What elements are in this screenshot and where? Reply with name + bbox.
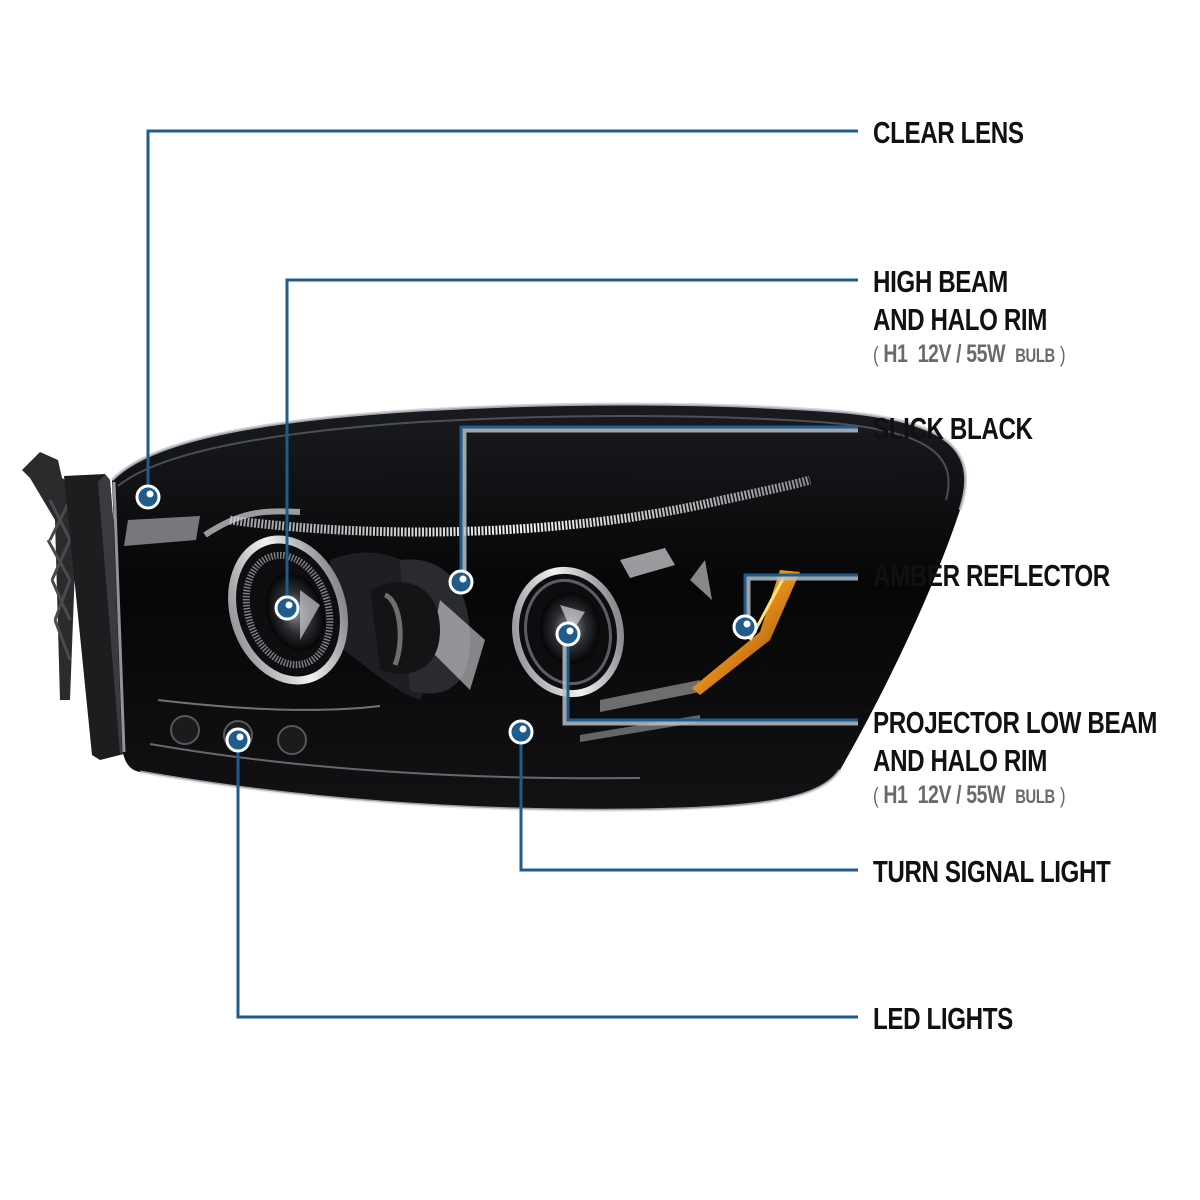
marker-amber-reflector-icon bbox=[732, 614, 758, 640]
label-amber-reflector: AMBER REFLECTOR bbox=[873, 557, 1110, 595]
label-high-beam: HIGH BEAM AND HALO RIM ( H1 12V / 55W BU… bbox=[873, 263, 1066, 372]
marker-slick-black-icon bbox=[448, 569, 474, 595]
high-beam-bulb-spec: ( H1 12V / 55W BULB ) bbox=[873, 340, 1066, 368]
marker-clear-lens-icon bbox=[135, 484, 161, 510]
label-turn-signal: TURN SIGNAL LIGHT bbox=[873, 853, 1111, 891]
label-projector-low-beam-line2: AND HALO RIM bbox=[873, 743, 1047, 778]
leader-led-lights bbox=[236, 740, 858, 1019]
leader-slick-black bbox=[459, 425, 858, 582]
label-projector-low-beam: PROJECTOR LOW BEAM AND HALO RIM ( H1 12V… bbox=[873, 704, 1157, 813]
label-led-lights-text: LED LIGHTS bbox=[873, 1001, 1013, 1036]
low-beam-bulb-spec: ( H1 12V / 55W BULB ) bbox=[873, 781, 1066, 809]
bracket-ribs bbox=[46, 499, 72, 661]
clear-lens-rim bbox=[110, 402, 968, 511]
leader-turn-signal bbox=[519, 732, 858, 872]
leader-high-beam bbox=[285, 278, 858, 608]
callout-markers bbox=[135, 484, 758, 753]
label-clear-lens: CLEAR LENS bbox=[873, 114, 1024, 152]
callout-lines bbox=[146, 129, 858, 1019]
label-high-beam-line2: AND HALO RIM bbox=[873, 302, 1047, 337]
label-projector-low-beam-line1: PROJECTOR LOW BEAM bbox=[873, 705, 1158, 740]
led-light-bar bbox=[229, 475, 812, 537]
headlight-photo bbox=[22, 402, 968, 812]
label-led-lights: LED LIGHTS bbox=[873, 1000, 1013, 1038]
marker-turn-signal-icon bbox=[508, 719, 534, 745]
amber-reflector-part bbox=[692, 570, 800, 695]
leader-clear-lens bbox=[146, 129, 858, 496]
marker-high-beam-icon bbox=[274, 595, 300, 621]
label-amber-reflector-text: AMBER REFLECTOR bbox=[873, 558, 1110, 593]
marker-led-lights-icon bbox=[225, 727, 251, 753]
marker-projector-low-beam-icon bbox=[555, 621, 581, 647]
high-beam-projector bbox=[228, 535, 348, 685]
label-slick-black: SLICK BLACK bbox=[873, 410, 1033, 448]
label-slick-black-text: SLICK BLACK bbox=[873, 411, 1033, 446]
leader-amber-reflector bbox=[743, 573, 858, 627]
label-turn-signal-text: TURN SIGNAL LIGHT bbox=[873, 854, 1111, 889]
label-clear-lens-text: CLEAR LENS bbox=[873, 115, 1024, 150]
label-high-beam-line1: HIGH BEAM bbox=[873, 264, 1008, 299]
leader-projector-low-beam bbox=[566, 634, 858, 722]
